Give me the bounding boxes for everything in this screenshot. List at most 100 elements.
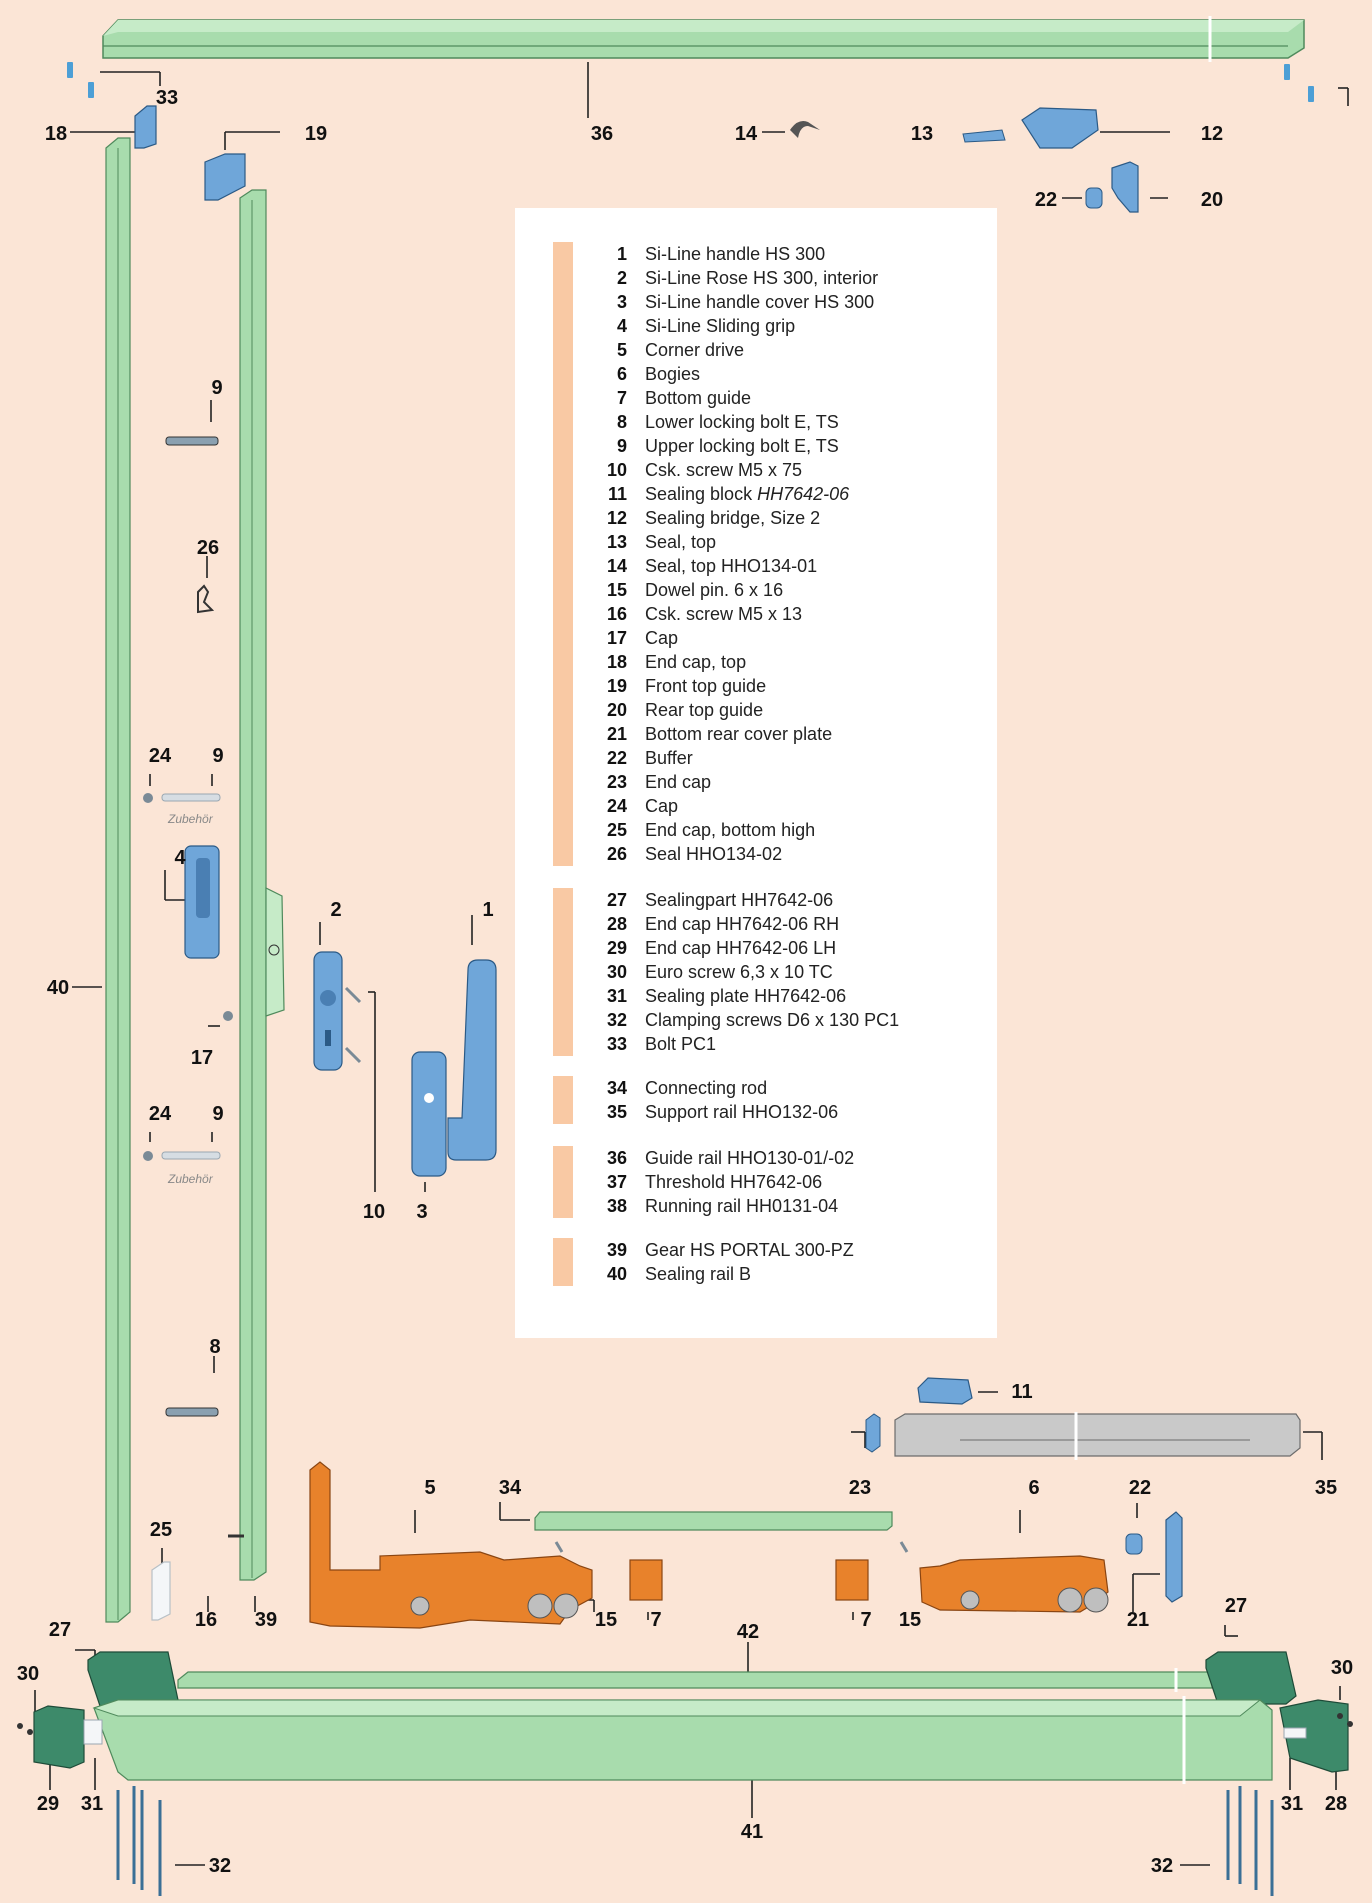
legend-label: Sealing rail B [645, 1262, 751, 1286]
callout-28: 28 [1325, 1793, 1347, 1815]
legend-label-text: End cap HH7642-06 RH [645, 914, 840, 934]
dowel-pins [554, 1541, 909, 1553]
legend-label-text: Si-Line handle cover HS 300 [645, 292, 875, 312]
legend-label-text: End cap, bottom high [645, 820, 816, 840]
legend-number: 39 [606, 1240, 627, 1260]
bottom-guides [629, 1559, 869, 1601]
legend-label: Si-Line Rose HS 300, interior [645, 266, 878, 290]
callout-32: 32 [209, 1855, 231, 1877]
end-cap-top [134, 105, 157, 149]
legend-label: Running rail HH0131-04 [645, 1194, 838, 1218]
legend-label: Lower locking bolt E, TS [645, 410, 839, 434]
legend-label: End cap HH7642-06 RH [645, 912, 839, 936]
legend-number: 13 [606, 532, 627, 552]
support-rail [894, 1412, 1301, 1460]
callout-27: 27 [1225, 1595, 1247, 1617]
seal-hho134-02 [197, 584, 215, 614]
legend-number: 10 [606, 460, 627, 480]
legend-number: 23 [606, 772, 627, 792]
legend-label: Rear top guide [645, 698, 763, 722]
callout-1: 1 [482, 899, 493, 921]
legend-label-text: Si-Line Rose HS 300, interior [645, 268, 879, 288]
legend-label: Guide rail HHO130-01/-02 [645, 1146, 854, 1170]
callout-24: 24 [149, 745, 172, 767]
buffer-and-cover-plate [1125, 1511, 1183, 1603]
legend-label: Front top guide [645, 674, 766, 698]
end-caps-threshold [33, 1699, 1349, 1773]
legend-label: Upper locking bolt E, TS [645, 434, 839, 458]
legend-number: 17 [606, 628, 627, 648]
legend-number: 22 [606, 748, 627, 768]
callout-34: 34 [499, 1477, 522, 1499]
legend-label: Sealing bridge, Size 2 [645, 506, 820, 530]
legend-label: End cap [645, 770, 711, 794]
callout-12: 12 [1201, 123, 1223, 145]
legend-label: End cap, bottom high [645, 818, 815, 842]
lower-locking-bolt [165, 1407, 219, 1417]
legend-label: Sealing plate HH7642-06 [645, 984, 846, 1008]
legend-number: 33 [606, 1034, 627, 1054]
legend-number: 25 [606, 820, 627, 840]
legend-label: Corner drive [645, 338, 744, 362]
callout-22: 22 [1129, 1477, 1151, 1499]
legend-label-text: End cap, top [645, 652, 747, 672]
sliding-grip [184, 845, 220, 959]
legend-number: 8 [616, 412, 627, 432]
callout-9: 9 [212, 1103, 223, 1125]
callout-25: 25 [150, 1519, 172, 1541]
accessory-note: Zubehör [167, 812, 214, 826]
leader-lines [34, 62, 1349, 1866]
legend-label: Euro screw 6,3 x 10 TC [645, 960, 833, 984]
legend-label-text: End cap [645, 772, 712, 792]
legend-label-text: Threshold HH7642-06 [645, 1172, 823, 1192]
legend-label: Si-Line handle HS 300 [645, 242, 825, 266]
callout-36: 36 [591, 123, 613, 145]
sealing-rail-left [105, 137, 131, 1623]
end-cap-bottom-high [151, 1561, 171, 1621]
legend-label-text: Si-Line Sliding grip [645, 316, 796, 336]
legend-label-text: Support rail HHO132-06 [645, 1102, 839, 1122]
front-top-guide [204, 153, 246, 201]
callout-41: 41 [741, 1821, 763, 1843]
rose-interior [313, 951, 343, 1071]
callout-27: 27 [49, 1619, 71, 1641]
legend-label-text: Dowel pin. 6 x 16 [645, 580, 784, 600]
legend-label-text: Sealing bridge, Size 2 [645, 508, 821, 528]
legend-number: 27 [606, 890, 627, 910]
callout-16: 16 [195, 1609, 217, 1631]
cap-17 [223, 1011, 233, 1021]
legend-label-text: Sealingpart HH7642-06 [645, 890, 834, 910]
callout-18: 18 [45, 123, 67, 145]
legend-label: Si-Line handle cover HS 300 [645, 290, 874, 314]
callout-32: 32 [1151, 1855, 1173, 1877]
legend-label-text: Rear top guide [645, 700, 764, 720]
guide-rail-top [102, 16, 1305, 62]
legend-label-text: Bottom rear cover plate [645, 724, 833, 744]
running-rail [177, 1668, 1213, 1692]
legend-bar [553, 1076, 573, 1124]
callout-3: 3 [416, 1201, 427, 1223]
legend-label: Sealingpart HH7642-06 [645, 888, 833, 912]
legend-label-text: Front top guide [645, 676, 767, 696]
legend-number: 12 [606, 508, 627, 528]
legend-label-text: End cap HH7642-06 LH [645, 938, 837, 958]
legend-label: Buffer [645, 746, 693, 770]
legend-number: 9 [616, 436, 627, 456]
legend-label-text: Running rail HH0131-04 [645, 1196, 839, 1216]
legend-label-italic: HH7642-06 [757, 484, 850, 504]
handle-cover [411, 1051, 447, 1177]
legend-bar [553, 242, 573, 866]
legend-number: 35 [606, 1102, 627, 1122]
legend-label: Seal HHO134-02 [645, 842, 782, 866]
legend-number: 24 [606, 796, 627, 816]
seal-top-block [962, 129, 1006, 143]
callout-24: 24 [149, 1103, 172, 1125]
legend-label: Cap [645, 626, 678, 650]
legend-label-text: Gear HS PORTAL 300-PZ [645, 1240, 854, 1260]
legend-label-text: Sealing rail B [645, 1264, 752, 1284]
legend-label-text: Buffer [645, 748, 693, 768]
legend-label: Bogies [645, 362, 700, 386]
legend-label: Csk. screw M5 x 13 [645, 602, 802, 626]
legend-number: 6 [616, 364, 627, 384]
